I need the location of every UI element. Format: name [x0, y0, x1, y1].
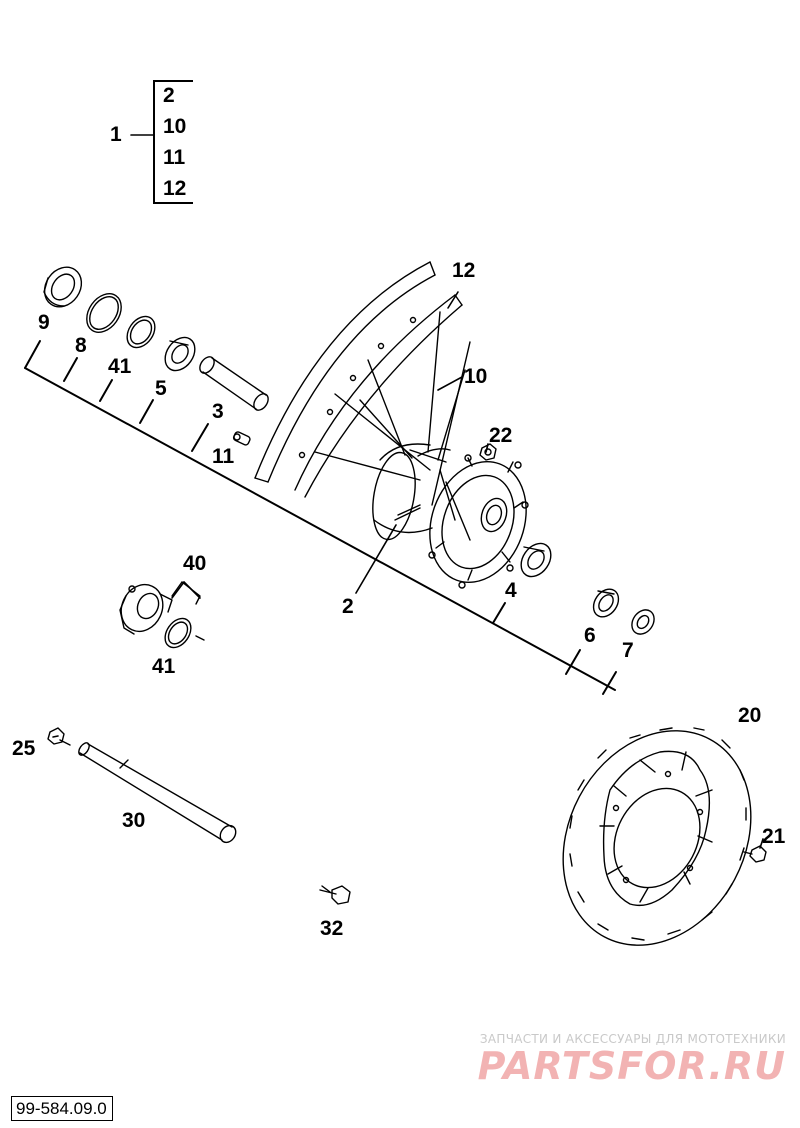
callout-5: 5 [155, 377, 167, 400]
callout-8: 8 [75, 334, 87, 357]
ring-part-8 [86, 293, 122, 333]
callout-41-upper: 41 [108, 355, 132, 378]
callout-6: 6 [584, 624, 596, 647]
callout-10: 10 [464, 365, 488, 388]
spacer-part-7 [631, 609, 655, 635]
callout-40: 40 [183, 552, 207, 575]
watermark: ЗАПЧАСТИ И АКСЕССУАРЫ ДЛЯ МОТОТЕХНИКИ PA… [478, 1032, 786, 1088]
brake-disc-part-20 [562, 727, 752, 946]
seal-part-6 [592, 588, 620, 618]
nut-part-22 [479, 443, 497, 461]
callout-32: 32 [320, 917, 344, 940]
watermark-logo: PARTSFOR.RU [477, 1044, 786, 1088]
callout-1: 1 [110, 123, 122, 146]
group-child-12: 12 [163, 177, 187, 200]
callout-22: 22 [489, 424, 513, 447]
hub-part-2 [372, 443, 529, 589]
assembly-axis-line [24, 340, 617, 695]
callout-9: 9 [38, 311, 50, 334]
circlip-part-41-lower [164, 617, 205, 649]
leader-lines [52, 134, 764, 849]
callout-25: 25 [12, 737, 36, 760]
axle-part-30 [78, 742, 237, 844]
watermark-tagline: ЗАПЧАСТИ И АКСЕССУАРЫ ДЛЯ МОТОТЕХНИКИ [479, 1032, 786, 1046]
callout-20: 20 [738, 704, 762, 727]
bearing-part-4 [520, 542, 552, 578]
nipple-part-11 [232, 431, 251, 446]
callout-11: 11 [212, 445, 235, 468]
group-child-11: 11 [163, 146, 186, 169]
callout-21: 21 [762, 825, 786, 848]
group-bracket-bottom-tick [155, 202, 193, 204]
group-bracket: 2 10 11 12 [153, 80, 195, 204]
spokes-part-10 [314, 311, 471, 506]
callout-12: 12 [452, 259, 476, 282]
callout-7: 7 [622, 639, 634, 662]
circlip-part-41-upper [126, 315, 156, 349]
callout-30: 30 [122, 809, 146, 832]
seal-part-9 [43, 266, 83, 308]
drawing-code: 99-584.09.0 [11, 1096, 113, 1121]
group-child-10: 10 [163, 115, 187, 138]
axle-nut-part-25 [47, 727, 71, 746]
callout-3: 3 [212, 400, 224, 423]
spacer-part-3 [199, 356, 269, 411]
callout-2: 2 [342, 595, 354, 618]
callout-4: 4 [505, 579, 517, 602]
rim-part-12 [254, 261, 463, 498]
bolt-part-32 [319, 885, 351, 905]
group-child-2: 2 [163, 84, 175, 107]
bearing-part-5 [164, 336, 196, 372]
callout-41-lower: 41 [152, 655, 176, 678]
group-bracket-top-tick [155, 80, 193, 82]
